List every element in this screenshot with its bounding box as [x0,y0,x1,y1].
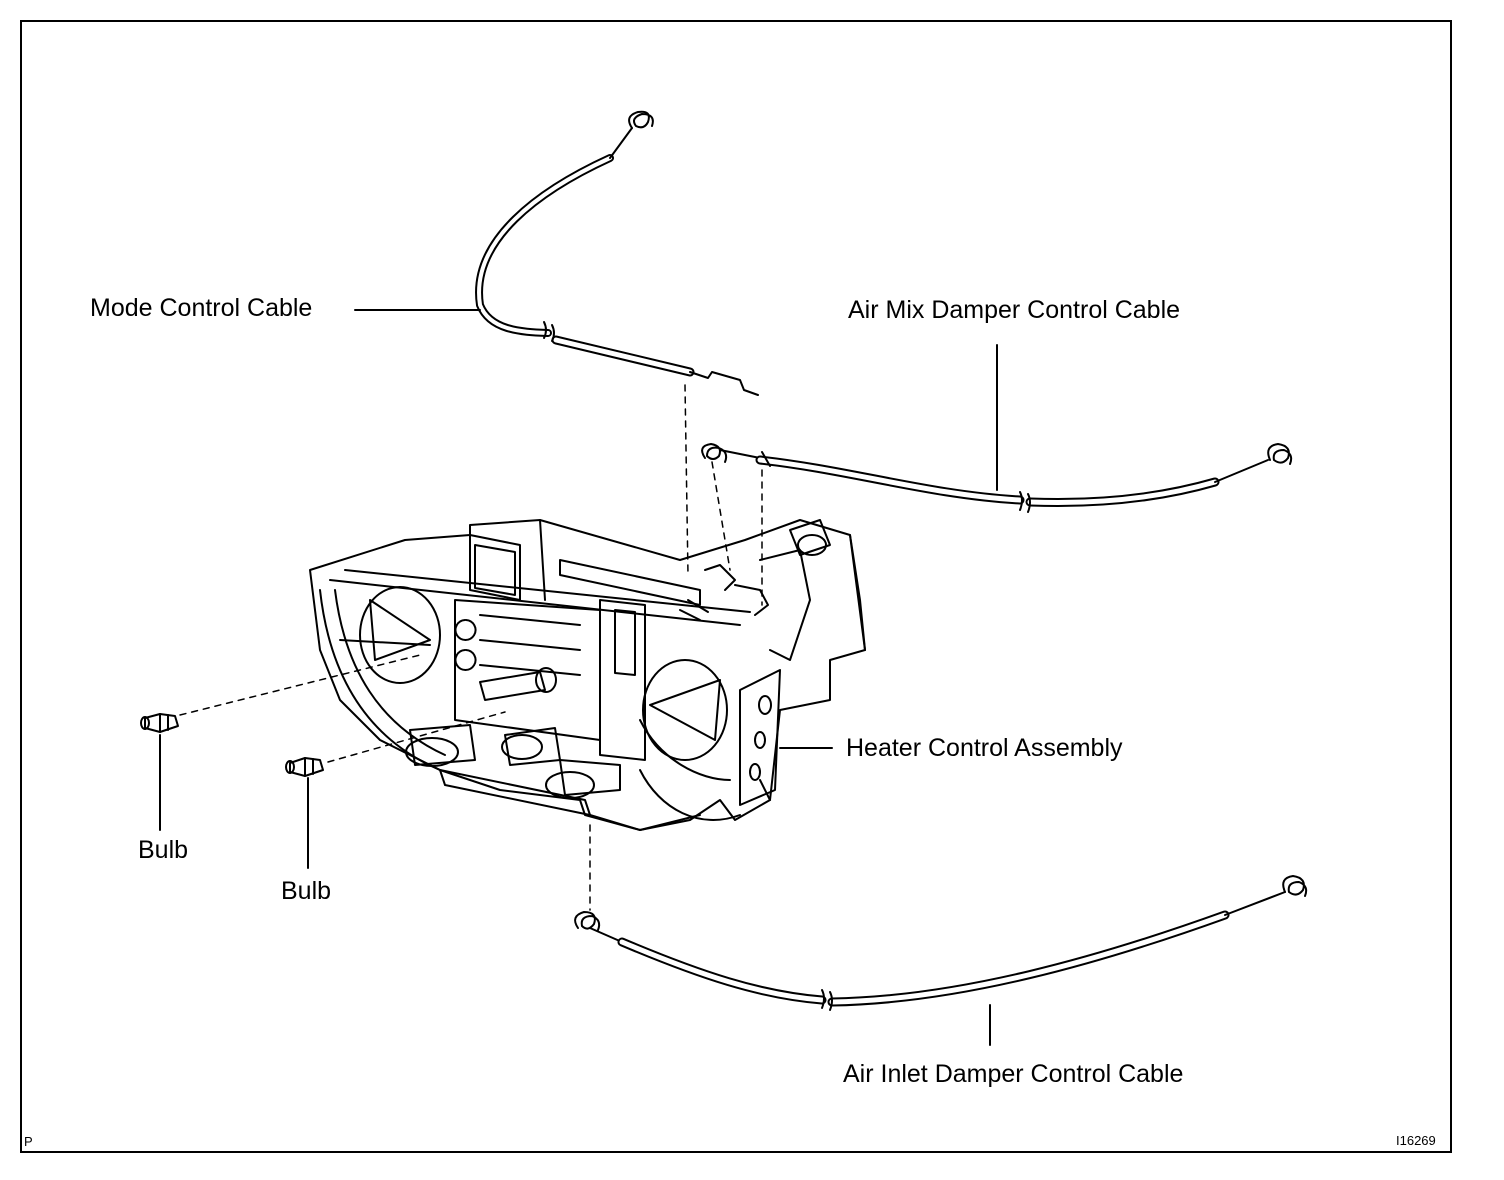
mode-control-cable [475,110,759,396]
bulb-right-label: Bulb [281,877,332,905]
air-mix-damper-control-cable [701,443,1293,513]
alignment-lines [179,384,763,911]
air-inlet-damper-control-cable [574,875,1308,1011]
bulb-left-label: Bulb [138,836,189,864]
leader-lines [159,309,998,1046]
figure-code: I16269 [1396,1133,1436,1148]
mode-control-cable-label: Mode Control Cable [90,294,313,322]
bulb-right-part [285,757,324,777]
air-mix-damper-cable-label: Air Mix Damper Control Cable [848,296,1181,324]
heater-control-assembly [309,519,866,831]
corner-mark: P [24,1134,33,1149]
bulb-left-part [140,713,179,733]
diagram-frame [20,20,1452,1153]
heater-control-assembly-label: Heater Control Assembly [846,734,1123,762]
air-inlet-damper-cable-label: Air Inlet Damper Control Cable [843,1060,1184,1088]
